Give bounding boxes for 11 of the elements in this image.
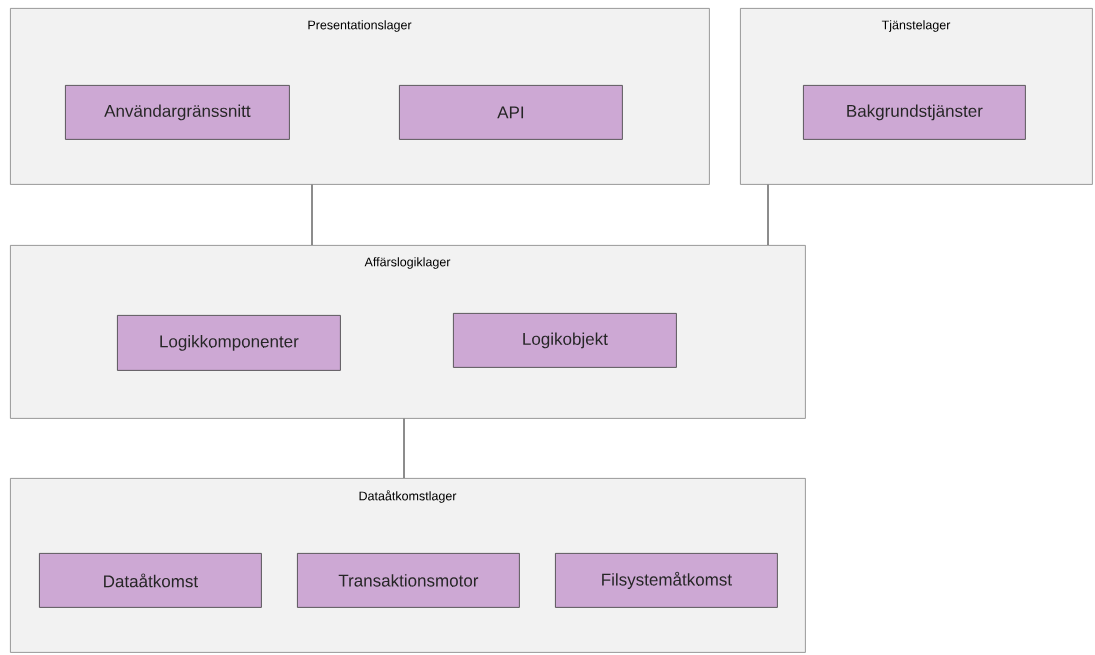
component-box: Transaktionsmotor — [297, 553, 520, 608]
component-box: API — [399, 85, 623, 140]
connector-line — [311, 184, 313, 246]
connector-line — [767, 184, 769, 246]
component-box: Logikkomponenter — [117, 315, 341, 371]
connector-line — [403, 418, 405, 479]
component-box: Bakgrundstjänster — [803, 85, 1026, 140]
component-box: Filsystemåtkomst — [555, 553, 778, 608]
component-box: Logikobjekt — [453, 313, 677, 368]
component-box: Dataåtkomst — [39, 553, 262, 608]
component-box: Användargränssnitt — [65, 85, 290, 140]
